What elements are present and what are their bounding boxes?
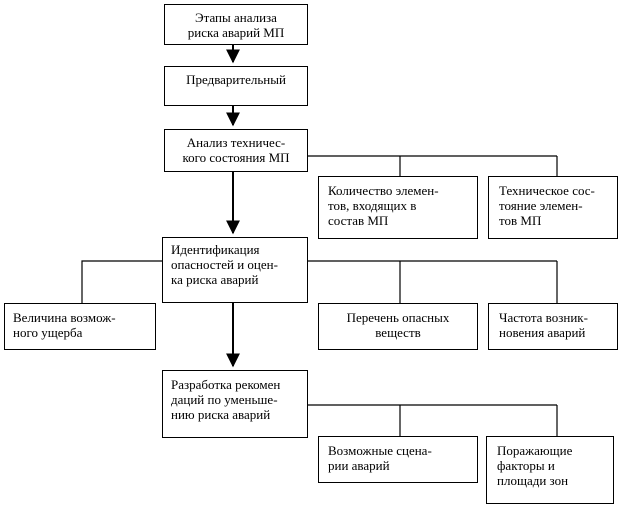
step-preliminary-label: Предварительный — [186, 72, 286, 87]
step-identification-box: Идентификация опасностей и оцен- ка риск… — [162, 237, 308, 303]
branch-scenarios-label: Возможные сцена- рии аварий — [328, 443, 432, 473]
connector-identification — [81, 260, 558, 303]
branch-frequency-box: Частота возник- новения аварий — [488, 303, 618, 350]
branch-damage-factors-box: Поражающие факторы и площади зон — [486, 436, 614, 504]
step-stages-box: Этапы анализа риска аварий МП — [164, 4, 308, 45]
branch-substances-box: Перечень опасных веществ — [318, 303, 478, 350]
step-tech-analysis-label: Анализ техничес- кого состояния МП — [182, 135, 290, 165]
branch-element-count-box: Количество элемен- тов, входящих в соста… — [318, 176, 478, 239]
branch-damage-label: Величина возмож- ного ущерба — [13, 310, 116, 340]
step-recommendations-label: Разработка рекомен даций по уменьше- нию… — [171, 377, 281, 422]
branch-element-state-label: Техническое сос- тояние элемен- тов МП — [499, 183, 595, 228]
branch-damage-box: Величина возмож- ного ущерба — [4, 303, 156, 350]
step-identification-label: Идентификация опасностей и оцен- ка риск… — [171, 242, 278, 287]
connector-recommendations — [308, 404, 558, 436]
branch-damage-factors-label: Поражающие факторы и площади зон — [497, 443, 573, 488]
branch-substances-label: Перечень опасных веществ — [346, 310, 450, 340]
step-stages-label: Этапы анализа риска аварий МП — [187, 10, 285, 40]
branch-frequency-label: Частота возник- новения аварий — [499, 310, 588, 340]
connector-tech-state — [308, 155, 558, 176]
branch-element-count-label: Количество элемен- тов, входящих в соста… — [328, 183, 439, 228]
branch-scenarios-box: Возможные сцена- рии аварий — [318, 436, 478, 483]
step-preliminary-box: Предварительный — [164, 66, 308, 106]
step-tech-analysis-box: Анализ техничес- кого состояния МП — [164, 129, 308, 172]
step-recommendations-box: Разработка рекомен даций по уменьше- нию… — [162, 370, 308, 438]
branch-element-state-box: Техническое сос- тояние элемен- тов МП — [488, 176, 618, 239]
